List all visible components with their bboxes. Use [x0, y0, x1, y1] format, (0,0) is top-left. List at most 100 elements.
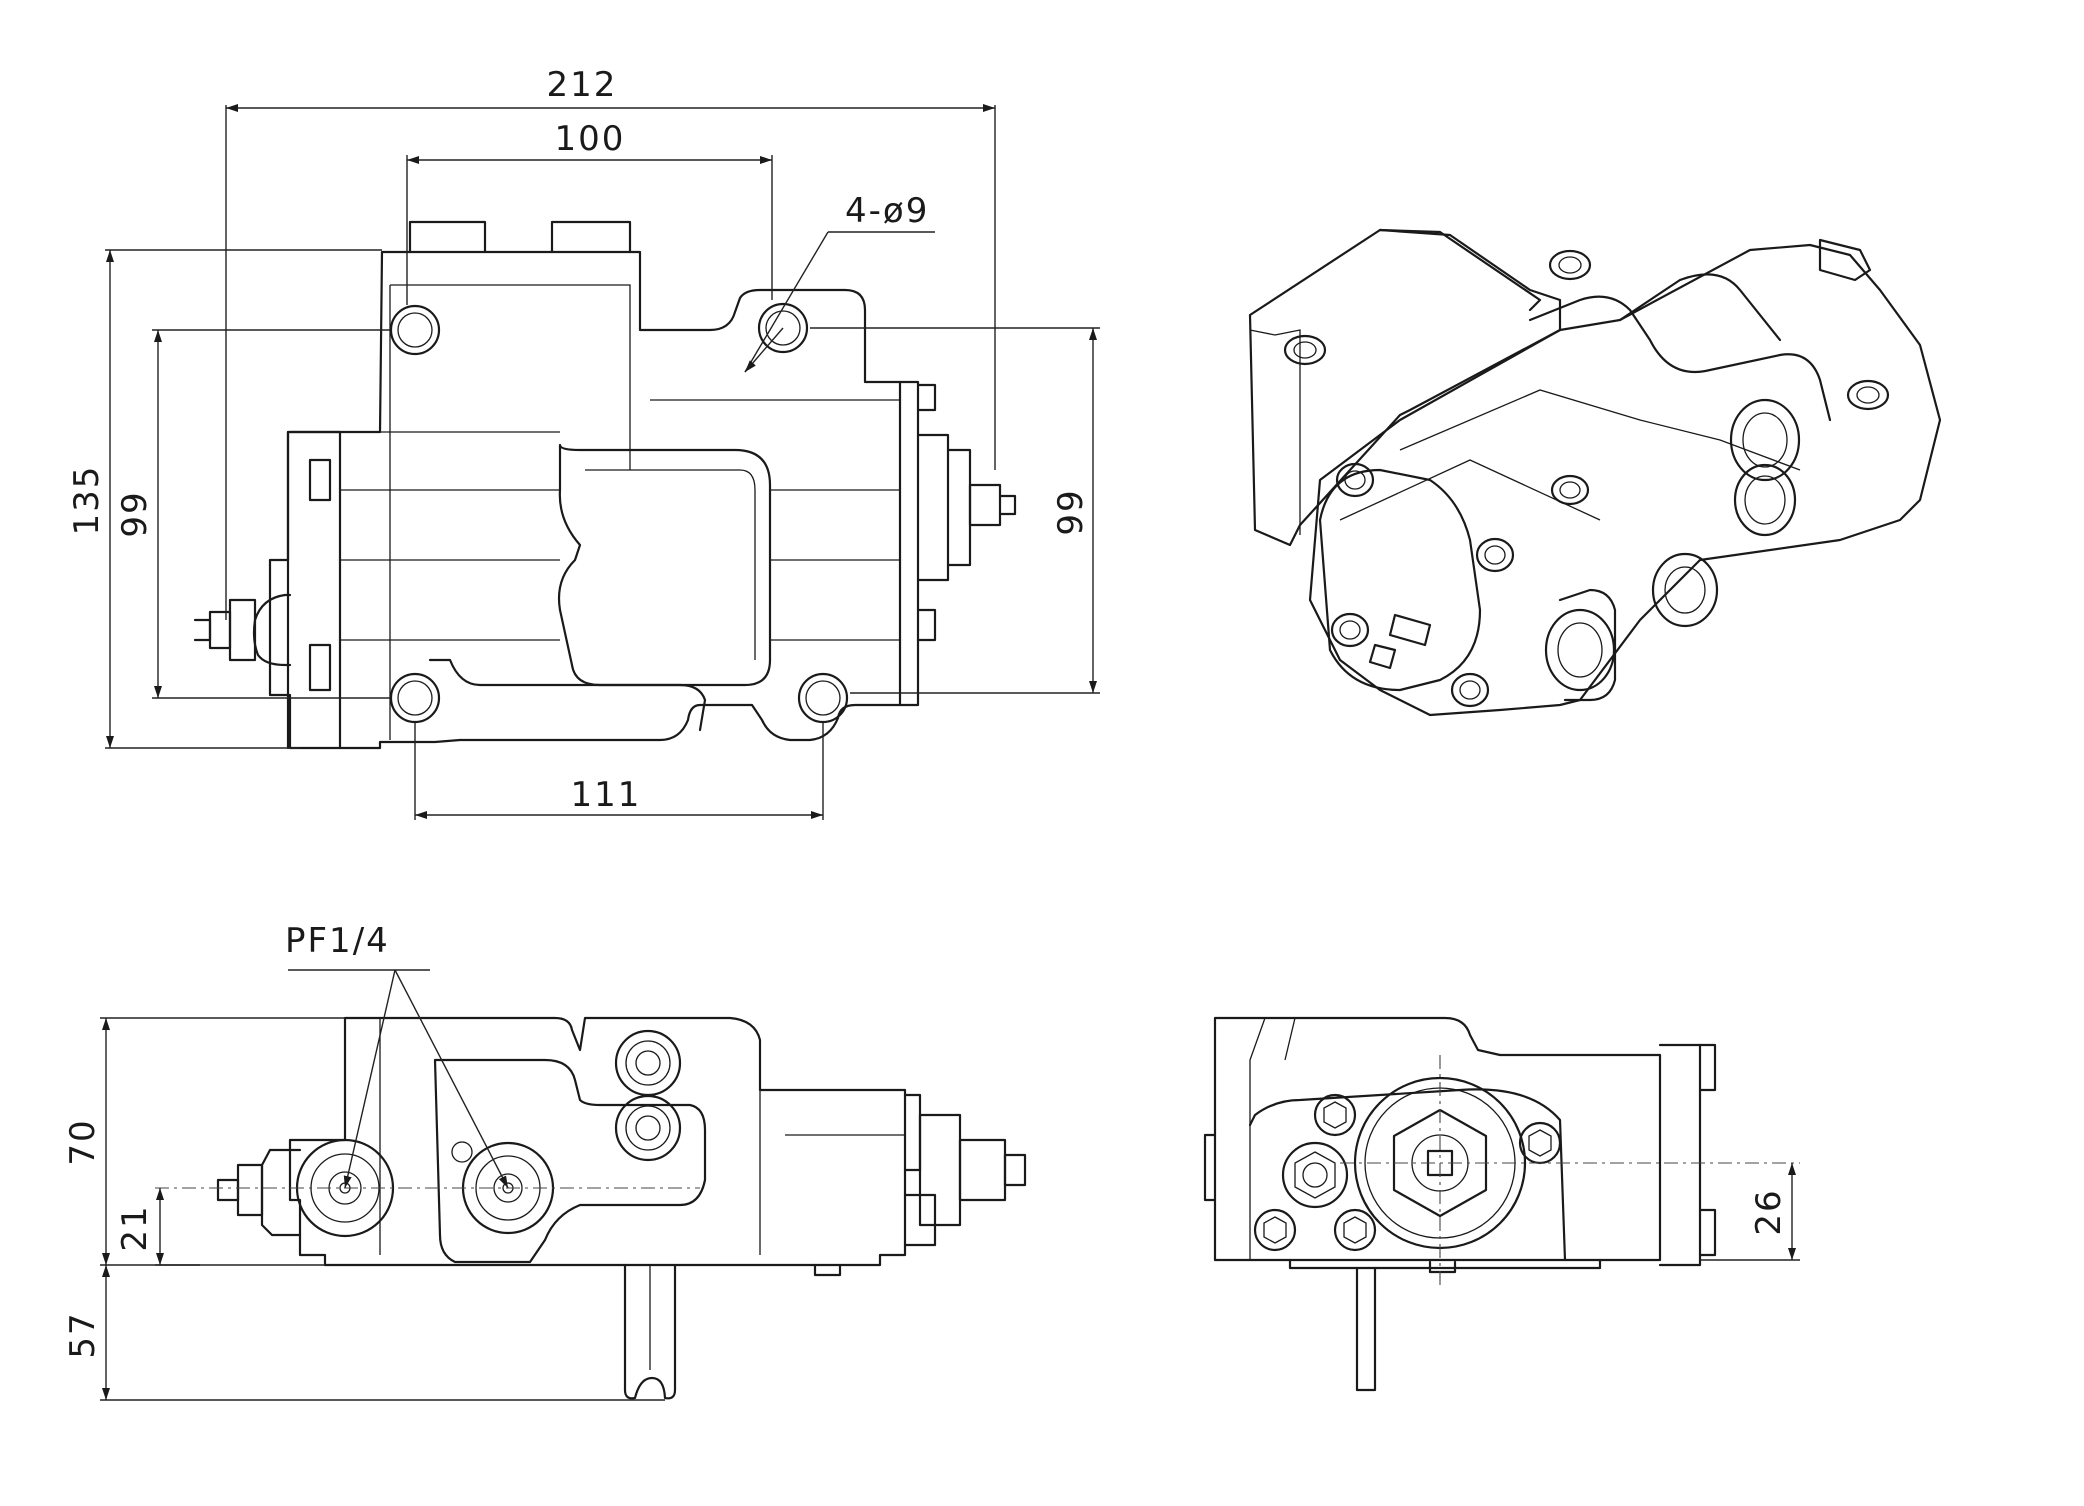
front-right-screw	[998, 494, 1017, 516]
iso-upper-lobe	[1528, 295, 1832, 422]
end-bolt-1	[1313, 1093, 1357, 1137]
end-bolt-2	[1518, 1121, 1562, 1165]
iso-bolt-2	[1475, 537, 1515, 573]
end-right-flange	[1658, 1043, 1702, 1267]
end-body-outline	[1213, 1016, 1662, 1262]
front-right-tab-bottom	[916, 608, 937, 642]
dim-label-26: 26	[1749, 1188, 1789, 1235]
front-upper-block	[389, 284, 631, 740]
front-center-boss	[557, 443, 772, 687]
side-bottom-tab	[813, 1263, 842, 1277]
end-shaft	[1355, 1266, 1377, 1392]
end-bolt-3	[1253, 1208, 1297, 1252]
dim-port-offset: 21	[115, 1188, 200, 1266]
side-right-screw	[1003, 1153, 1027, 1187]
front-bottom-lobe	[428, 658, 707, 732]
front-right-flange	[898, 380, 920, 707]
front-right-washer	[946, 448, 972, 567]
front-left-locknut	[208, 610, 232, 650]
end-shaft-collar	[1428, 1260, 1457, 1274]
side-port-lower	[614, 1094, 682, 1162]
end-view: 26	[1203, 1016, 1800, 1392]
end-front-plate	[1248, 1088, 1567, 1262]
end-bolt-4	[1333, 1208, 1377, 1252]
end-body-inner	[1249, 1017, 1296, 1260]
mounting-hole-top-left	[389, 304, 441, 356]
front-right-tab-top	[916, 383, 937, 412]
dim-label-111: 111	[571, 775, 642, 815]
iso-front-plate	[1318, 468, 1482, 692]
iso-top-right-stud	[1818, 238, 1872, 282]
front-left-screw	[193, 618, 212, 642]
dim-right-height: 99	[810, 327, 1100, 694]
front-left-boss	[252, 593, 292, 667]
dim-label-135: 135	[67, 465, 107, 536]
iso-port-side	[1651, 552, 1719, 628]
dim-label-212: 212	[547, 65, 618, 105]
dim-upper-width: 100	[406, 119, 773, 305]
side-left-nut	[236, 1163, 264, 1217]
side-view: PF1/4 70 21 57	[63, 921, 1027, 1401]
iso-bolt-4	[1450, 672, 1490, 708]
front-top-boss-right	[550, 220, 632, 254]
iso-upper-lobe-2	[1618, 273, 1782, 342]
front-view: 212 100 4-ø9 135 99	[67, 65, 1100, 820]
isometric-view	[1248, 228, 1942, 717]
front-right-nut	[916, 433, 950, 582]
end-port	[1281, 1141, 1349, 1209]
dim-label-99-left: 99	[115, 490, 155, 537]
iso-port-lower	[1733, 463, 1797, 537]
dim-port-callout: PF1/4	[285, 921, 509, 1189]
dim-overall-height: 135	[67, 249, 382, 749]
iso-top-face	[1378, 228, 1542, 312]
dim-shaft-offset: 26	[1700, 1163, 1800, 1261]
side-right-locknut	[958, 1138, 1007, 1202]
iso-right-port-block	[1558, 588, 1617, 702]
dim-hole-callout: 4-ø9	[744, 191, 935, 373]
iso-port-front	[1544, 608, 1616, 692]
dim-bottom-width: 111	[414, 722, 824, 820]
dim-label-70: 70	[63, 1118, 103, 1165]
side-lever	[623, 1263, 677, 1400]
end-left-cap	[1203, 1133, 1217, 1202]
side-port-upper	[614, 1029, 682, 1097]
front-right-locknut	[968, 483, 1002, 527]
front-left-tab-top	[308, 458, 332, 502]
side-right-flange-bottom	[903, 1193, 937, 1247]
front-body-outline	[268, 250, 902, 750]
iso-bolt-6	[1283, 334, 1327, 366]
dim-label-21: 21	[115, 1204, 155, 1251]
side-body-outline	[288, 1016, 907, 1267]
mounting-hole-bottom-left	[389, 672, 441, 724]
dim-body-height: 70	[63, 1017, 345, 1266]
side-small-plug	[451, 1141, 473, 1163]
front-rib-1	[340, 399, 900, 433]
iso-bolt-3	[1330, 612, 1370, 648]
mounting-hole-top-right	[757, 302, 809, 354]
front-left-flange	[286, 430, 342, 750]
side-right-nut	[918, 1113, 962, 1227]
iso-port-upper	[1729, 398, 1801, 482]
mounting-hole-bottom-right	[797, 672, 849, 724]
iso-bolt-1	[1335, 462, 1375, 498]
iso-left-block-face	[1249, 329, 1301, 535]
side-left-boss	[260, 1148, 302, 1237]
side-center-plate	[433, 1058, 707, 1264]
iso-bolt-7	[1548, 249, 1592, 281]
side-right-tab	[903, 1093, 922, 1172]
dim-label-99-right: 99	[1051, 488, 1091, 535]
dim-lever-length: 57	[63, 1265, 665, 1401]
iso-bolt-5	[1550, 474, 1590, 506]
side-body-inner	[379, 1018, 906, 1255]
iso-left-block	[1248, 228, 1562, 547]
iso-bolt-8	[1846, 379, 1890, 411]
dim-left-height: 99	[115, 329, 390, 699]
front-left-nut	[228, 598, 257, 662]
end-hex-nut	[1392, 1108, 1488, 1218]
dim-label-4-phi-9: 4-ø9	[845, 191, 929, 231]
iso-adjuster-screw	[1368, 613, 1432, 670]
front-center-boss-inner	[585, 469, 756, 660]
dim-label-pf1-4: PF1/4	[285, 921, 390, 961]
dim-overall-width: 212	[225, 65, 996, 620]
